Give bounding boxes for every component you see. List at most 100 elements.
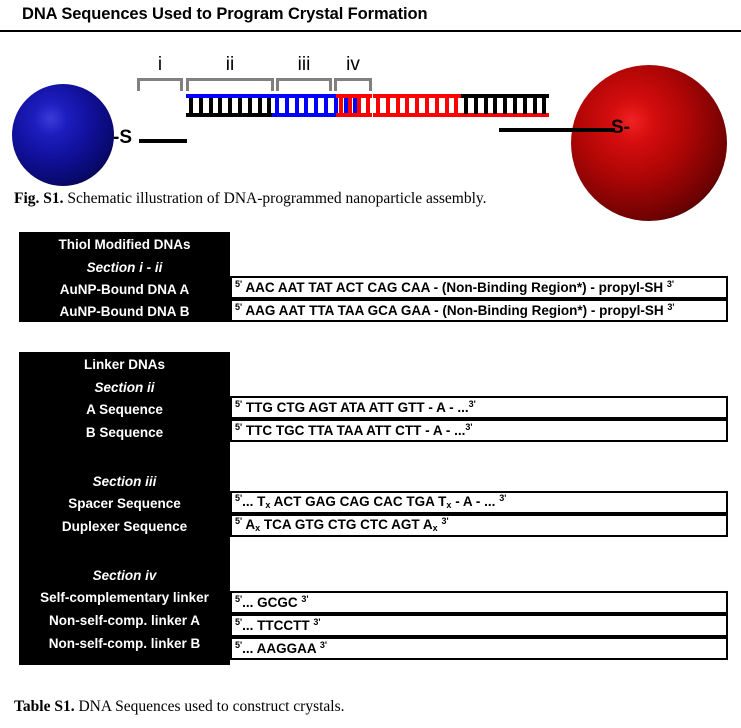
backbone-right-section-i bbox=[499, 128, 615, 132]
duplex-section-ii-left bbox=[186, 32, 274, 132]
figure-caption: Fig. S1. Schematic illustration of DNA-p… bbox=[14, 190, 487, 208]
table2-heading: Linker DNAs bbox=[83, 356, 166, 372]
base-pair-rung bbox=[218, 98, 222, 114]
table1-sequence-box-0: 5' AAC AAT TAT ACT CAG CAA - (Non-Bindin… bbox=[230, 276, 728, 299]
base-pair-rung bbox=[334, 98, 338, 114]
base-pair-rung bbox=[248, 98, 252, 114]
base-pair-rung bbox=[324, 98, 328, 114]
section-label-ii: ii bbox=[225, 54, 235, 75]
section-bracket-ii bbox=[186, 78, 274, 91]
table1-row-label-1: AuNP-Bound DNA B bbox=[59, 303, 190, 319]
table2-sequence-box-2-0: 5'... GCGC 3' bbox=[230, 591, 728, 614]
base-pair-rung bbox=[209, 98, 213, 114]
table1-sequence-1: 5' AAG AAT TTA TAA GCA GAA - (Non-Bindin… bbox=[235, 301, 675, 318]
table1-label-panel: Thiol Modified DNAs Section i - ii AuNP-… bbox=[19, 232, 230, 322]
base-pair-rung bbox=[542, 98, 546, 114]
table2-row-label-1-1: Duplexer Sequence bbox=[61, 519, 188, 534]
table2-section-label-1: Section iii bbox=[92, 473, 157, 489]
table2-group-gap-0 bbox=[19, 444, 230, 470]
base-pair-rung bbox=[344, 98, 348, 114]
base-pair-rung bbox=[275, 98, 279, 114]
table2-sequence-2-0: 5'... GCGC 3' bbox=[235, 593, 309, 610]
thiol-anchor-right: S- bbox=[611, 117, 630, 138]
duplex-section-iii-left bbox=[272, 32, 360, 132]
base-pair-rung bbox=[339, 98, 343, 114]
table2-sequence-box-0-1: 5' TTC TGC TTA TAA ATT CTT - A - ...3' bbox=[230, 419, 728, 442]
table2-sequence-2-2: 5'... AAGGAA 3' bbox=[235, 639, 328, 656]
backbone-left-section-i bbox=[139, 139, 187, 143]
figure-caption-text: Schematic illustration of DNA-programmed… bbox=[63, 190, 487, 207]
base-pair-rung bbox=[435, 98, 439, 114]
section-bracket-i bbox=[137, 78, 183, 91]
table1-heading: Thiol Modified DNAs bbox=[58, 236, 191, 252]
base-pair-rung bbox=[366, 98, 370, 114]
section-bracket-iii bbox=[276, 78, 332, 91]
base-pair-rung bbox=[493, 98, 497, 114]
thiol-anchor-left: -S bbox=[113, 127, 132, 148]
table2-sequence-0-1: 5' TTC TGC TTA TAA ATT CTT - A - ...3' bbox=[235, 421, 473, 438]
base-pair-rung bbox=[415, 98, 419, 114]
table-caption-text: DNA Sequences used to construct crystals… bbox=[74, 698, 345, 715]
base-pair-rung bbox=[513, 98, 517, 114]
section-label-i: i bbox=[157, 54, 163, 75]
table2-row-label-1-0: Spacer Sequence bbox=[68, 496, 181, 511]
table2-section-label-2: Section iv bbox=[92, 567, 157, 583]
section-label-iv: iv bbox=[346, 54, 360, 75]
table2-sequence-box-2-1: 5'... TTCCTT 3' bbox=[230, 614, 728, 637]
base-pair-rung bbox=[533, 98, 537, 114]
base-pair-rung bbox=[304, 98, 308, 114]
table2-sequence-2-1: 5'... TTCCTT 3' bbox=[235, 616, 321, 633]
table1-row-label-0: AuNP-Bound DNA A bbox=[59, 281, 190, 297]
table1-section-label: Section i - ii bbox=[86, 259, 163, 275]
table2-row-label-2-2: Non-self-comp. linker B bbox=[48, 636, 201, 651]
base-pair-rung bbox=[503, 98, 507, 114]
duplex-top-rail bbox=[272, 94, 360, 98]
base-pair-rung bbox=[405, 98, 409, 114]
table2-sequence-box-1-1: 5' Ax TCA GTG CTG CTC AGT Ax 3' bbox=[230, 514, 728, 537]
section-label-iii: iii bbox=[297, 54, 311, 75]
table2-sequence-box-1-0: 5'... Tx ACT GAG CAG CAC TGA Tx - A - ..… bbox=[230, 491, 728, 514]
duplex-section-iv bbox=[336, 32, 372, 132]
duplex-bottom-rail bbox=[186, 113, 274, 117]
base-pair-rung bbox=[396, 98, 400, 114]
base-pair-rung bbox=[267, 98, 271, 114]
base-pair-rung bbox=[523, 98, 527, 114]
nanoparticle-red bbox=[571, 65, 727, 221]
base-pair-rung bbox=[199, 98, 203, 114]
base-pair-rung bbox=[348, 98, 352, 114]
base-pair-rung bbox=[425, 98, 429, 114]
duplex-top-rail bbox=[461, 94, 549, 98]
base-pair-rung bbox=[295, 98, 299, 114]
base-pair-rung bbox=[464, 98, 468, 114]
table2-sequence-box-0-0: 5' TTG CTG AGT ATA ATT GTT - A - ...3' bbox=[230, 396, 728, 419]
base-pair-rung bbox=[454, 98, 458, 114]
table2-row-label-2-0: Self-complementary linker bbox=[40, 590, 209, 605]
table2-section-label-0: Section ii bbox=[94, 379, 155, 395]
base-pair-rung bbox=[314, 98, 318, 114]
table2-sequence-1-1: 5' Ax TCA GTG CTG CTC AGT Ax 3' bbox=[235, 516, 449, 533]
base-pair-rung bbox=[258, 98, 262, 114]
title-divider bbox=[0, 30, 741, 32]
table2-sequence-box-2-2: 5'... AAGGAA 3' bbox=[230, 637, 728, 660]
table2-row-label-0-1: B Sequence bbox=[85, 425, 164, 440]
table2-sequence-0-0: 5' TTG CTG AGT ATA ATT GTT - A - ...3' bbox=[235, 398, 476, 415]
duplex-section-iii-right bbox=[373, 32, 461, 132]
table2-group-gap-1 bbox=[19, 538, 230, 564]
duplex-bottom-rail bbox=[336, 113, 372, 117]
table2-row-label-0-0: A Sequence bbox=[86, 402, 163, 417]
base-pair-rung bbox=[238, 98, 242, 114]
base-pair-rung bbox=[376, 98, 380, 114]
duplex-section-ii-right bbox=[461, 32, 549, 132]
base-pair-rung bbox=[357, 98, 361, 114]
base-pair-rung bbox=[484, 98, 488, 114]
duplex-bottom-rail bbox=[373, 113, 461, 117]
table1-sequence-box-1: 5' AAG AAT TTA TAA GCA GAA - (Non-Bindin… bbox=[230, 299, 728, 322]
base-pair-rung bbox=[353, 98, 357, 114]
duplex-bottom-rail bbox=[272, 113, 360, 117]
base-pair-rung bbox=[189, 98, 193, 114]
base-pair-rung bbox=[386, 98, 390, 114]
table1-sequence-0: 5' AAC AAT TAT ACT CAG CAA - (Non-Bindin… bbox=[235, 278, 674, 295]
duplex-bottom-rail bbox=[461, 113, 549, 117]
